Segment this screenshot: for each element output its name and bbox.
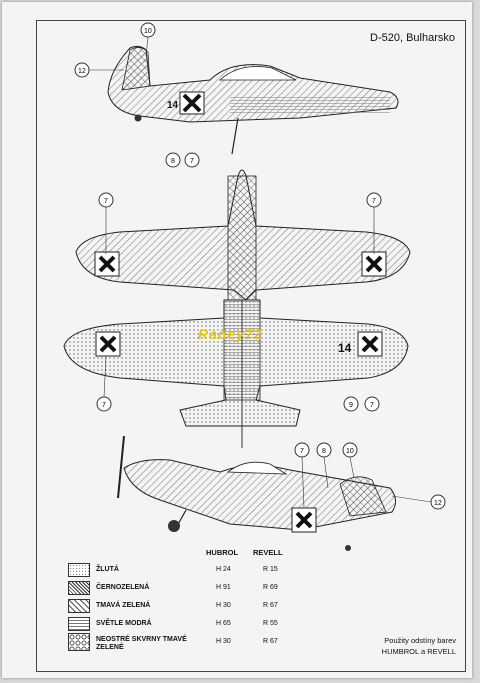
swatch-black-green	[68, 581, 90, 595]
legend-header-revell: REVELL	[253, 548, 283, 557]
legend-row: ČERNOZELENÁ H 91 R 69	[68, 581, 298, 596]
svg-text:7: 7	[104, 198, 108, 205]
swatch-light-blue	[68, 617, 90, 631]
legend-row: SVĚTLE MODRÁ H 65 R 55	[68, 617, 298, 632]
svg-text:7: 7	[372, 198, 376, 205]
watermark: Radey72	[198, 326, 263, 342]
page-title: D-520, Bulharsko	[370, 32, 455, 44]
fuselage-number: 14	[167, 100, 179, 111]
svg-text:8: 8	[322, 448, 326, 455]
note-line-2: HUMBROL a REVELL	[381, 647, 456, 656]
wing-number: 14	[338, 341, 352, 355]
side-view-top: 14	[107, 45, 399, 155]
legend-row: ŽLUTÁ H 24 R 15	[68, 563, 298, 578]
legend-row: NEOSTRÉ SKVRNY TMAVÉ ZELENÉ H 30 R 67	[68, 633, 298, 651]
svg-text:12: 12	[78, 68, 86, 75]
svg-text:7: 7	[190, 158, 194, 165]
svg-text:7: 7	[102, 402, 106, 409]
svg-text:8: 8	[171, 158, 175, 165]
svg-text:10: 10	[144, 28, 152, 35]
page-frame	[36, 20, 466, 672]
plan-view-lower: 14	[63, 299, 409, 448]
legend-header-hubrol: HUBROL	[206, 548, 239, 557]
swatch-dark-green-blots	[68, 633, 90, 651]
swatch-dark-green	[68, 599, 90, 613]
callouts: 10 12 8 7 7 7 7 9 7 7 8 10 12	[74, 22, 446, 510]
svg-text:9: 9	[349, 402, 353, 409]
legend-row: TMAVÁ ZELENÁ H 30 R 67	[68, 599, 298, 614]
svg-text:7: 7	[300, 448, 304, 455]
side-view-bottom	[117, 435, 396, 551]
svg-text:10: 10	[346, 448, 354, 455]
note-line-1: Použity odstíny barev	[384, 636, 456, 645]
svg-text:12: 12	[434, 500, 442, 507]
plan-view-upper	[75, 169, 411, 301]
svg-text:7: 7	[370, 402, 374, 409]
swatch-yellow	[68, 563, 90, 577]
